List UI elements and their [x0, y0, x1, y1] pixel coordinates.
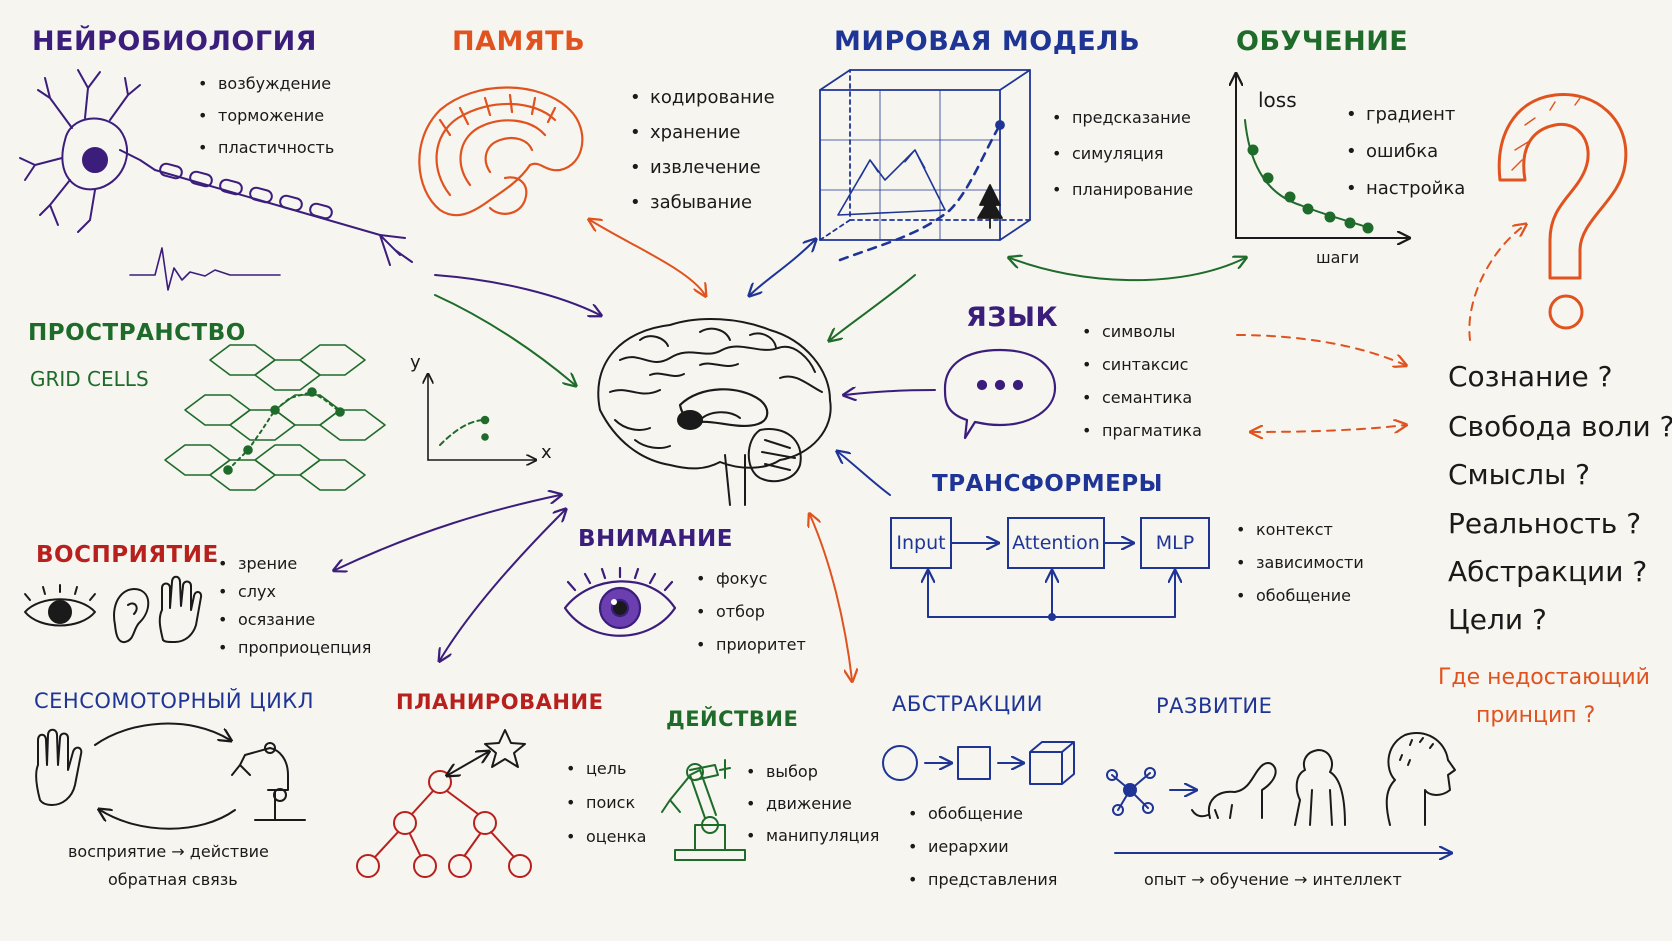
perception-list: зрение слух осязание проприоцепция	[218, 550, 371, 662]
sensorimotor-title: СЕНСОМОТОРНЫЙ ЦИКЛ	[34, 689, 315, 713]
action-item: выбор	[746, 756, 879, 788]
memory-item: забывание	[630, 185, 775, 220]
abstractions-item: обобщение	[908, 797, 1057, 830]
sensorimotor-caption-2: обратная связь	[108, 870, 238, 889]
planning-item: цель	[566, 752, 646, 786]
perception-item: зрение	[218, 550, 371, 578]
speech-bubble-icon	[943, 348, 1057, 440]
axis-x-label: x	[541, 442, 552, 463]
perception-item: осязание	[218, 606, 371, 634]
development-caption: опыт → обучение → интеллект	[1144, 870, 1402, 889]
perception-icons	[24, 575, 203, 644]
planning-list: цель поиск оценка	[566, 752, 646, 854]
planning-item: поиск	[566, 786, 646, 820]
steps-axis-label: шаги	[1316, 248, 1360, 267]
loss-axis-label: loss	[1258, 88, 1297, 112]
question-item: Свобода воли ?	[1448, 410, 1672, 443]
neuro-item: торможение	[198, 100, 334, 132]
robot-arm-illustration	[661, 759, 746, 861]
loss-chart	[1236, 75, 1408, 238]
attention-list: фокус отбор приоритет	[696, 562, 806, 661]
question-item: Смыслы ?	[1448, 458, 1590, 491]
transformer-attention-box: Attention	[1007, 517, 1105, 569]
language-title: ЯЗЫК	[966, 302, 1059, 333]
attention-item: отбор	[696, 595, 806, 628]
missing-principle-line-1: Где недостающий	[1438, 665, 1650, 690]
development-illustration	[1106, 732, 1456, 853]
language-item: символы	[1082, 315, 1202, 348]
memory-item: извлечение	[630, 150, 775, 185]
attention-eye-icon	[563, 566, 677, 637]
neuron-illustration	[19, 69, 413, 291]
memory-item: хранение	[630, 115, 775, 150]
memory-list: кодирование хранение извлечение забывани…	[630, 80, 775, 220]
question-mark-illustration	[1497, 92, 1628, 330]
transformers-list: контекст зависимости обобщение	[1236, 513, 1364, 612]
memory-title: ПАМЯТЬ	[452, 26, 586, 57]
attention-item: фокус	[696, 562, 806, 595]
brain-illustration	[597, 318, 832, 506]
planning-title: ПЛАНИРОВАНИЕ	[396, 690, 604, 714]
transformers-item: обобщение	[1236, 579, 1364, 612]
perception-title: ВОСПРИЯТИЕ	[36, 542, 219, 568]
perception-item: слух	[218, 578, 371, 606]
world-title: МИРОВАЯ МОДЕЛЬ	[834, 26, 1141, 57]
language-item: синтаксис	[1082, 348, 1202, 381]
world-item: симуляция	[1052, 136, 1193, 172]
memory-item: кодирование	[630, 80, 775, 115]
question-item: Цели ?	[1448, 603, 1547, 636]
transformers-item: контекст	[1236, 513, 1364, 546]
transformer-mlp-box: MLP	[1140, 517, 1210, 569]
learning-item: градиент	[1346, 96, 1465, 133]
transformer-input-box: Input	[890, 517, 952, 569]
sensorimotor-caption-1: восприятие → действие	[68, 842, 269, 861]
world-list: предсказание симуляция планирование	[1052, 100, 1193, 208]
neuro-list: возбуждение торможение пластичность	[198, 68, 334, 164]
transformers-item: зависимости	[1236, 546, 1364, 579]
space-subtitle: GRID CELLS	[30, 367, 149, 391]
learning-list: градиент ошибка настройка	[1346, 96, 1465, 207]
learning-title: ОБУЧЕНИЕ	[1236, 26, 1409, 57]
language-item: семантика	[1082, 381, 1202, 414]
world-item: предсказание	[1052, 100, 1193, 136]
planning-tree-illustration	[356, 729, 532, 878]
perception-item: проприоцепция	[218, 634, 371, 662]
world-model-cube	[819, 69, 1031, 262]
question-item: Реальность ?	[1448, 507, 1642, 540]
question-item: Сознание ?	[1448, 360, 1613, 393]
attention-item: приоритет	[696, 628, 806, 661]
abstractions-illustration	[882, 741, 1075, 785]
abstractions-list: обобщение иерархии представления	[908, 797, 1057, 896]
abstractions-item: представления	[908, 863, 1057, 896]
action-title: ДЕЙСТВИЕ	[666, 707, 799, 731]
language-list: символы синтаксис семантика прагматика	[1082, 315, 1202, 447]
grid-cells-illustration	[164, 344, 535, 491]
language-item: прагматика	[1082, 414, 1202, 447]
world-item: планирование	[1052, 172, 1193, 208]
question-item: Абстракции ?	[1448, 555, 1648, 588]
development-title: РАЗВИТИЕ	[1156, 694, 1273, 718]
memory-illustration	[418, 86, 584, 217]
action-item: движение	[746, 788, 879, 820]
abstractions-title: АБСТРАКЦИИ	[892, 692, 1043, 716]
action-item: манипуляция	[746, 820, 879, 852]
planning-item: оценка	[566, 820, 646, 854]
learning-item: настройка	[1346, 170, 1465, 207]
transformers-title: ТРАНСФОРМЕРЫ	[932, 471, 1163, 497]
attention-title: ВНИМАНИЕ	[578, 526, 733, 552]
abstractions-item: иерархии	[908, 830, 1057, 863]
action-list: выбор движение манипуляция	[746, 756, 879, 852]
space-title: ПРОСТРАНСТВО	[28, 320, 246, 346]
sensorimotor-illustration	[35, 722, 306, 830]
axis-y-label: y	[410, 352, 421, 373]
neuro-item: пластичность	[198, 132, 334, 164]
neuro-item: возбуждение	[198, 68, 334, 100]
learning-item: ошибка	[1346, 133, 1465, 170]
missing-principle-line-2: принцип ?	[1476, 703, 1596, 728]
neuro-title: НЕЙРОБИОЛОГИЯ	[32, 26, 317, 57]
